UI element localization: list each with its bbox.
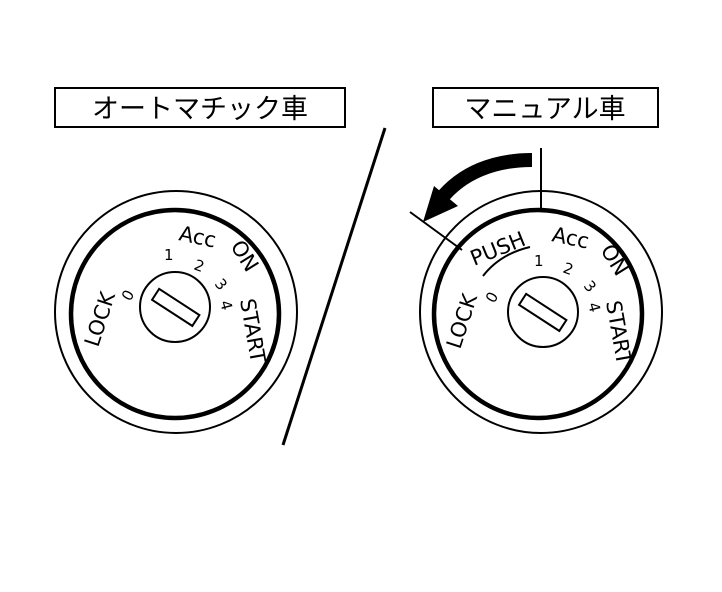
- on-label: ON: [596, 240, 633, 280]
- position-2: 2: [192, 256, 207, 276]
- position-0: 0: [482, 289, 502, 306]
- lock-label: LOCK: [442, 290, 482, 352]
- position-1: 1: [164, 246, 174, 264]
- automatic-panel: オートマチック車 LOCK 0 1 2 3 4 Acc ON START: [54, 87, 346, 434]
- dial-ring: [431, 207, 645, 421]
- key-slot: [517, 292, 568, 333]
- key-cylinder: [139, 271, 211, 343]
- outer-bezel: [54, 190, 298, 434]
- lock-marker-line: [409, 211, 463, 251]
- position-3: 3: [211, 275, 231, 294]
- automatic-title-box: [54, 87, 346, 128]
- automatic-title: オートマチック車: [92, 94, 308, 125]
- divider-line: [281, 127, 387, 446]
- position-2: 2: [561, 259, 576, 279]
- on-label: ON: [226, 236, 263, 276]
- push-label: PUSH: [467, 227, 529, 271]
- position-0: 0: [118, 287, 138, 304]
- lock-label: LOCK: [80, 288, 120, 350]
- manual-panel: マニュアル車 LOCK PUSH 0 1 2 3 4 Acc ON START: [409, 87, 663, 434]
- acc-label: Acc: [550, 222, 591, 253]
- turn-arrow-shaft: [434, 153, 533, 205]
- manual-title-box: [432, 87, 659, 128]
- push-arc: [482, 246, 531, 277]
- start-label: START: [235, 297, 270, 365]
- key-cylinder: [507, 276, 579, 348]
- position-4: 4: [584, 300, 604, 314]
- dial-ring: [68, 207, 282, 421]
- turn-arrow-head-icon: [423, 186, 458, 222]
- start-label: START: [601, 299, 636, 367]
- position-1: 1: [534, 252, 544, 270]
- position-4: 4: [216, 298, 236, 312]
- key-slot: [150, 287, 201, 328]
- position-3: 3: [580, 277, 600, 296]
- manual-title: マニュアル車: [464, 94, 625, 125]
- acc-label: Acc: [177, 221, 218, 252]
